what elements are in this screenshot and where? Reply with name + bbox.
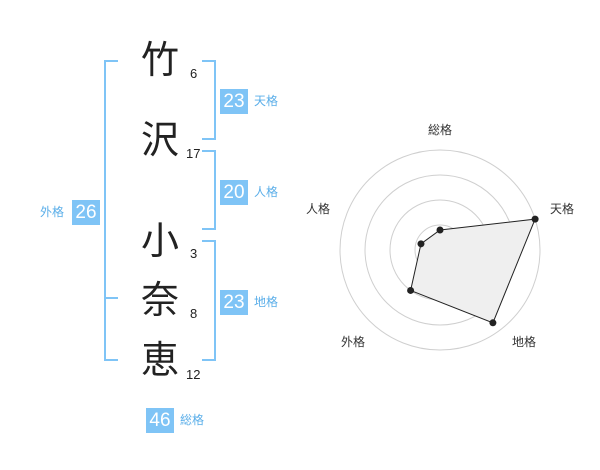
radar-point	[489, 319, 497, 327]
name-char-1: 竹	[140, 38, 179, 82]
gaikaku-label: 外格	[40, 205, 65, 219]
radar-axis-label-gaikaku: 外格	[341, 334, 365, 349]
radar-axis-label-chikaku: 地格	[512, 334, 536, 349]
soukaku-label: 総格	[180, 413, 205, 427]
tenkaku-score: 23	[220, 89, 248, 114]
name-char-2: 沢	[140, 118, 179, 162]
radar-grid	[339, 149, 541, 351]
jinkaku-bracket	[202, 150, 216, 230]
jinkaku-score: 20	[220, 180, 248, 205]
stroke-count-5: 12	[186, 367, 201, 382]
gaikaku-divider	[104, 297, 118, 299]
gaikaku-score: 26	[72, 200, 100, 225]
stroke-count-2: 17	[186, 146, 201, 161]
radar-axis-label-jinkaku: 人格	[306, 201, 330, 216]
radar-point	[417, 240, 425, 248]
stroke-count-1: 6	[190, 66, 198, 81]
chikaku-score: 23	[220, 290, 248, 315]
tenkaku-label: 天格	[254, 94, 279, 108]
radar-point	[531, 215, 539, 223]
soukaku-score: 46	[146, 408, 174, 433]
stroke-count-3: 3	[190, 246, 198, 261]
name-char-4: 奈	[140, 278, 179, 322]
tenkaku-bracket	[202, 60, 216, 140]
jinkaku-label: 人格	[254, 185, 279, 199]
radar-data-points	[407, 215, 539, 327]
radar-point	[436, 226, 444, 234]
radar-axis-label-soukaku: 総格	[428, 122, 452, 137]
name-char-3: 小	[140, 219, 179, 263]
chikaku-label: 地格	[254, 295, 279, 309]
stroke-count-4: 8	[190, 306, 198, 321]
chikaku-bracket	[202, 240, 216, 361]
radar-point	[407, 286, 415, 294]
radar-data-polygon	[410, 218, 536, 324]
radar-axis-label-tenkaku: 天格	[550, 201, 574, 216]
gaikaku-bracket	[104, 60, 118, 361]
radar-ring	[339, 149, 541, 351]
name-char-5: 恵	[140, 338, 179, 382]
